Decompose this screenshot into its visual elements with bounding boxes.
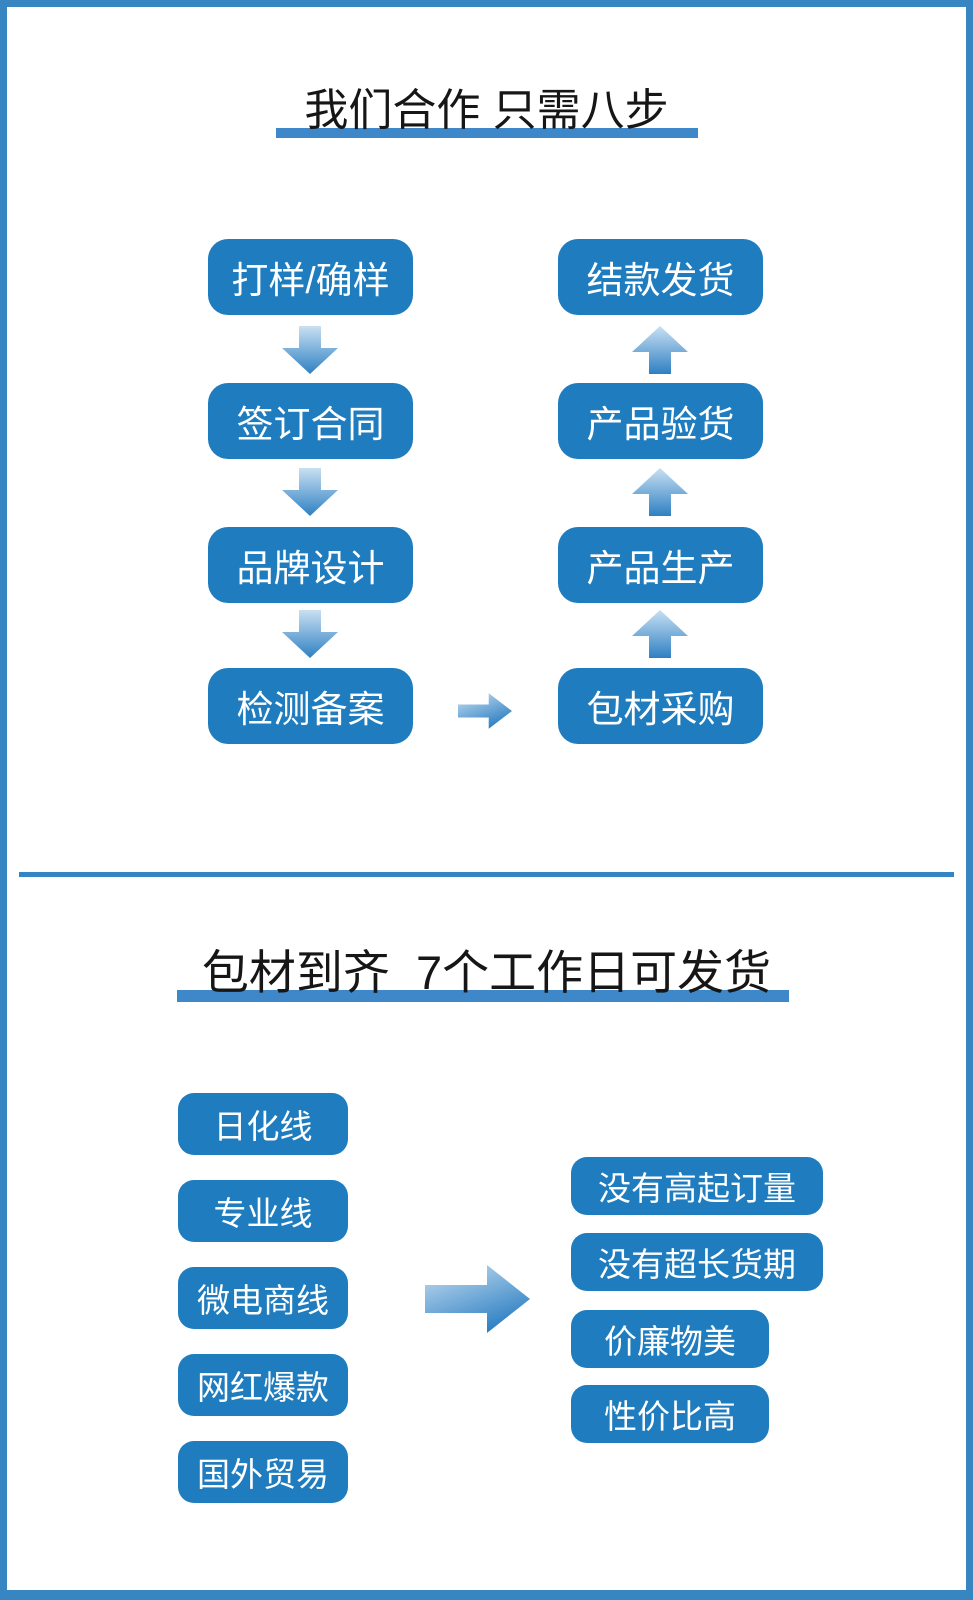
arrow-up-icon [632,326,688,374]
title-underline-delivery [177,990,789,1002]
product-line-box-micro-ecommerce: 微电商线 [178,1267,348,1329]
arrow-down-icon [282,610,338,658]
benefit-box-no-long-leadtime: 没有超长货期 [571,1233,823,1291]
benefit-box-high-value: 性价比高 [571,1385,769,1443]
flow-step-box-brand-design: 品牌设计 [208,527,413,603]
product-line-box-influencer-hot: 网红爆款 [178,1354,348,1416]
flow-step-box-packaging-purchase: 包材采购 [558,668,763,744]
flow-step-box-production: 产品生产 [558,527,763,603]
arrow-up-icon [632,610,688,658]
arrow-down-icon [282,468,338,516]
product-line-box-daily-chemical: 日化线 [178,1093,348,1155]
section-title-cooperation: 我们合作 只需八步 [304,86,669,135]
benefit-box-cheap-and-good: 价廉物美 [571,1310,769,1368]
flow-step-box-contract: 签订合同 [208,383,413,459]
arrow-down-icon [282,326,338,374]
benefit-box-no-high-moq: 没有高起订量 [571,1157,823,1215]
title-underline-cooperation [275,128,698,138]
arrow-up-icon [632,468,688,516]
product-line-box-foreign-trade: 国外贸易 [178,1441,348,1503]
section-divider [19,872,954,877]
product-line-box-professional: 专业线 [178,1180,348,1242]
flow-step-box-testing-filing: 检测备案 [208,668,413,744]
arrow-right-icon [458,693,512,729]
flow-step-box-inspection: 产品验货 [558,383,763,459]
flow-step-box-sample: 打样/确样 [208,239,413,315]
flow-step-box-payment-shipping: 结款发货 [558,239,763,315]
section-title-delivery: 包材到齐 7个工作日可发货 [201,946,772,999]
big-arrow-right-icon [425,1265,530,1333]
